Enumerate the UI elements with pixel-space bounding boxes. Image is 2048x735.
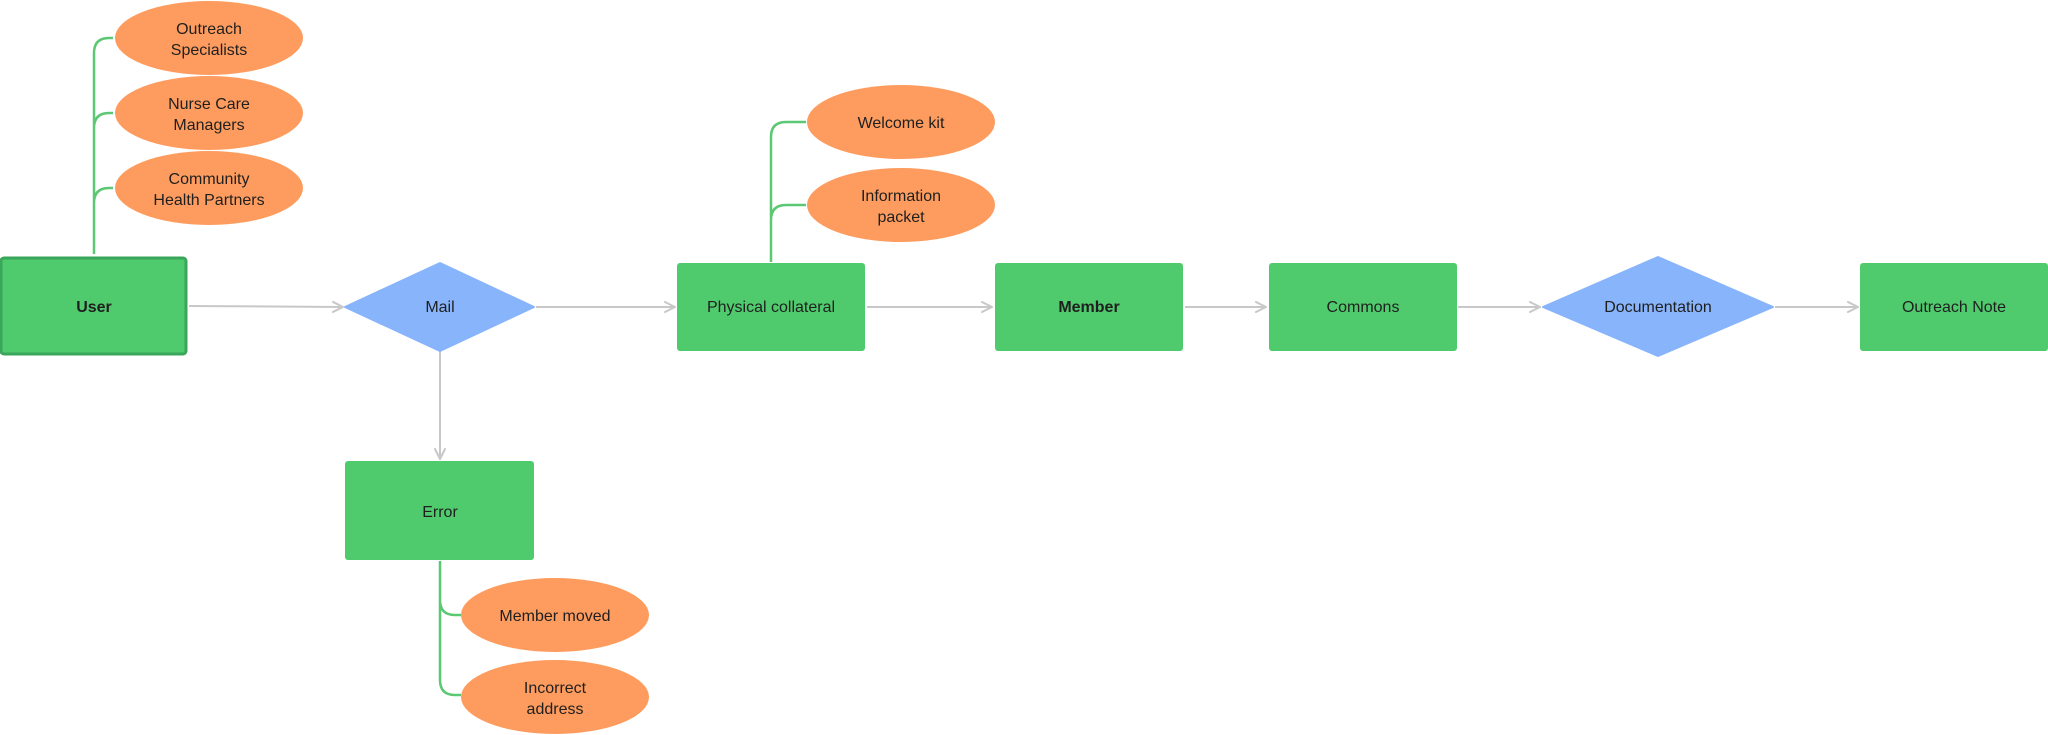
branch-collateral-items [769,120,806,262]
ellipse-label-line: Health Partners [153,192,264,209]
node-error-label: Error [422,504,458,521]
node-user[interactable]: User [0,256,188,356]
node-user-label: User [76,299,112,316]
node-documentation[interactable]: Documentation [1542,256,1774,357]
node-mail[interactable]: Mail [344,262,535,352]
ellipse-label-line: Member moved [499,608,610,625]
ellipse-label-line: Nurse Care [168,96,250,113]
ellipse-group-collateral-items: Welcome kit Information packet [807,85,995,242]
node-physical-collateral-label: Physical collateral [707,299,835,316]
node-commons-label: Commons [1327,299,1400,316]
ellipse-label-line: Information [861,188,941,205]
ellipse-label-line: Incorrect [524,680,587,697]
ellipse-label-line: packet [877,209,925,226]
ellipse-collateral-item[interactable]: Information packet [807,168,995,242]
node-error[interactable]: Error [345,461,534,560]
ellipse-error-reason[interactable]: Member moved [461,578,649,652]
branch-error-reasons [438,561,461,697]
ellipse-user-role[interactable]: Nurse Care Managers [115,76,303,150]
branch-connectors [92,36,806,697]
node-member[interactable]: Member [995,263,1183,351]
ellipse-label-line: Welcome kit [858,115,945,132]
ellipse-label-line: Specialists [171,42,247,59]
ellipse-label-line: address [527,701,584,718]
node-mail-label: Mail [425,299,454,316]
ellipse-user-role[interactable]: Community Health Partners [115,151,303,225]
node-outreach-note-label: Outreach Note [1902,299,2006,316]
arrow-user-to-mail [188,300,344,313]
ellipse-group-error-reasons: Member moved Incorrect address [461,578,649,734]
node-commons[interactable]: Commons [1269,263,1457,351]
ellipse-group-user-roles: Outreach Specialists Nurse Care Managers… [115,1,303,225]
ellipse-error-reason[interactable]: Incorrect address [461,660,649,734]
node-physical-collateral[interactable]: Physical collateral [677,263,865,351]
branch-user-roles [92,36,113,254]
flow-arrows [188,300,1859,460]
node-member-label: Member [1058,299,1119,316]
ellipse-collateral-item[interactable]: Welcome kit [807,85,995,159]
node-outreach-note[interactable]: Outreach Note [1860,263,2048,351]
ellipse-user-role[interactable]: Outreach Specialists [115,1,303,75]
node-documentation-label: Documentation [1604,299,1712,316]
ellipse-label-line: Community [169,171,250,188]
ellipse-label-line: Outreach [176,21,242,38]
ellipse-label-line: Managers [173,117,244,134]
